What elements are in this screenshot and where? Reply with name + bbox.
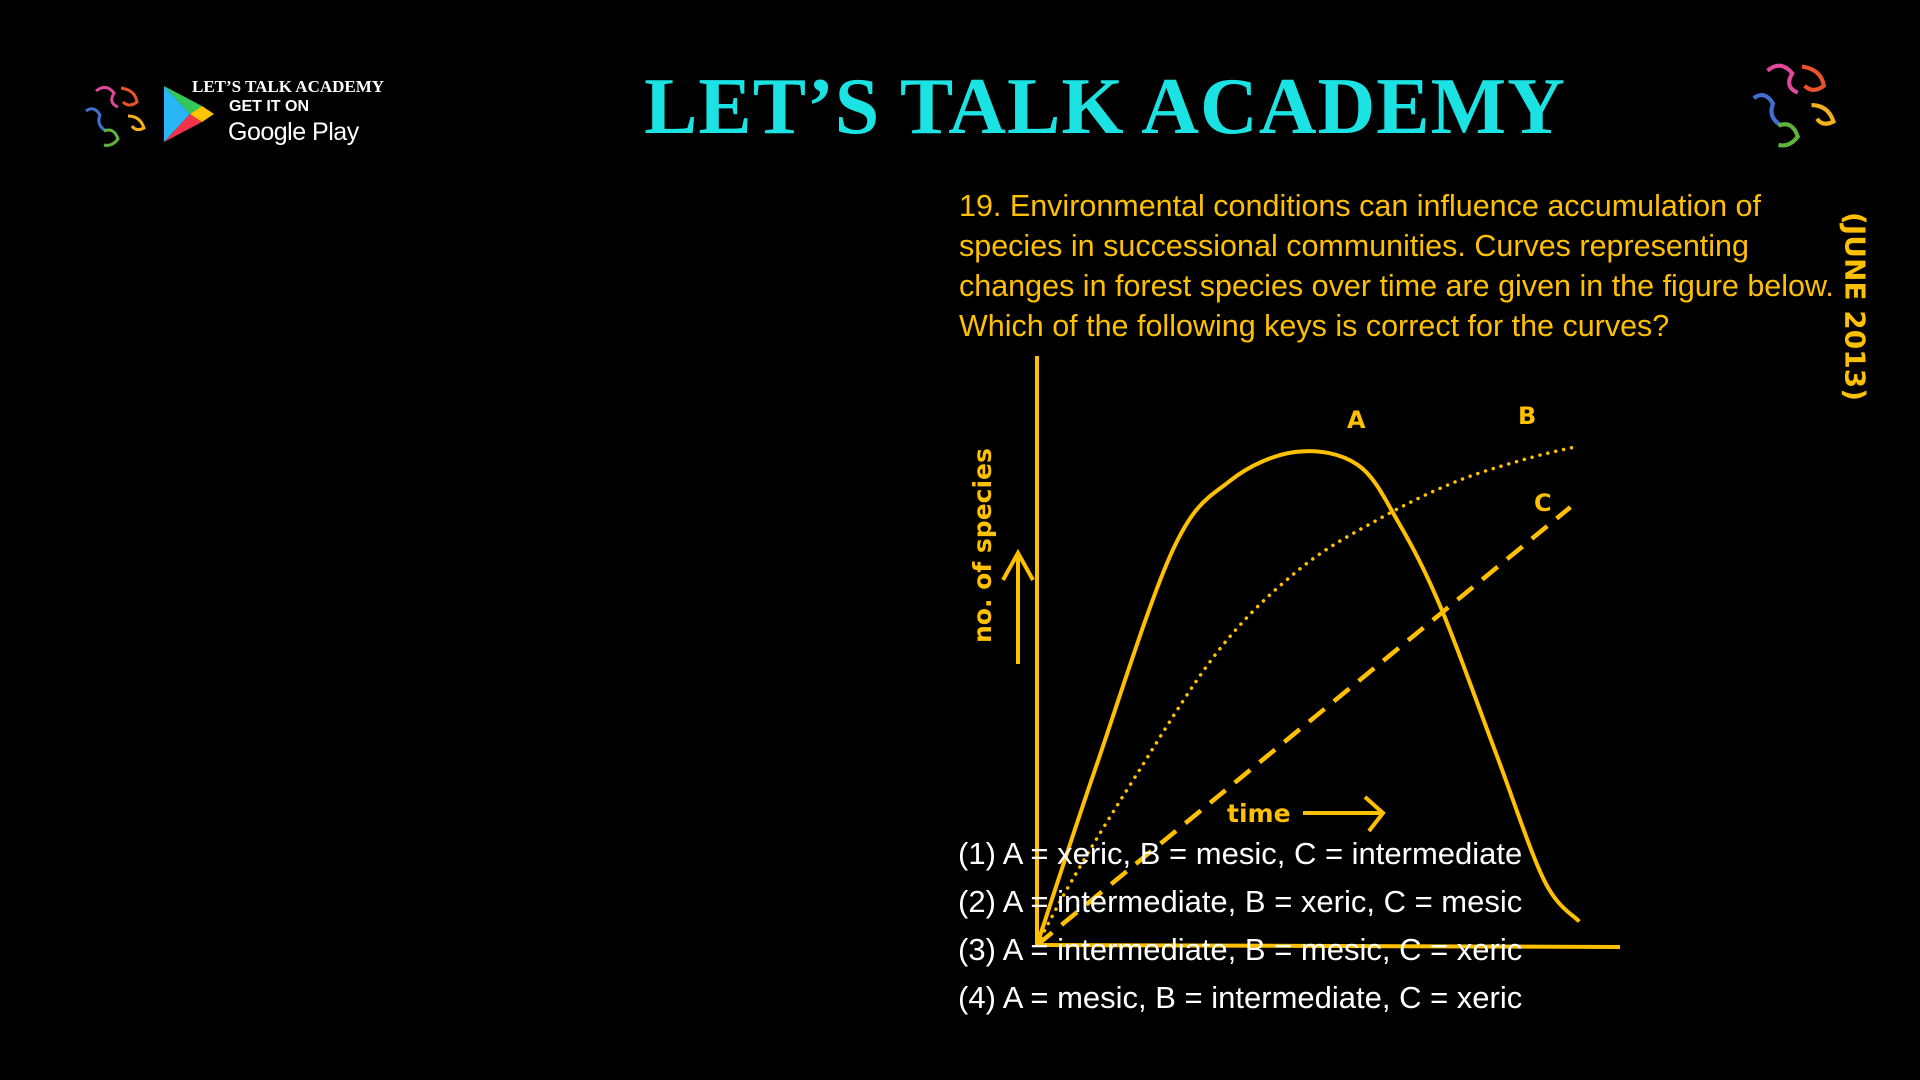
- series-c-line: [1035, 505, 1572, 947]
- series-label-c: C: [1534, 489, 1552, 517]
- series-label-b: B: [1518, 402, 1536, 430]
- option-3[interactable]: (3) A = intermediate, B = mesic, C = xer…: [958, 932, 1523, 967]
- series-label-a: A: [1347, 406, 1366, 434]
- y-axis-arrow-icon: [1001, 548, 1035, 664]
- protein-logo-icon: [1752, 63, 1837, 148]
- option-1[interactable]: (1) A = xeric, B = mesic, C = intermedia…: [958, 836, 1523, 871]
- page-title: LET’S TALK ACADEMY: [644, 63, 1566, 151]
- brand-name-small: LET’S TALK ACADEMY: [192, 77, 385, 96]
- option-2[interactable]: (2) A = intermediate, B = xeric, C = mes…: [958, 884, 1523, 919]
- x-axis-label: time: [1227, 799, 1291, 828]
- question-text: 19. Environmental conditions can influen…: [959, 189, 1834, 343]
- google-play-label[interactable]: Google Play: [228, 118, 359, 146]
- lta-logo-right: [1740, 50, 1850, 160]
- google-play-badge[interactable]: [160, 84, 220, 144]
- option-4[interactable]: (4) A = mesic, B = intermediate, C = xer…: [958, 980, 1523, 1015]
- x-axis: [1034, 943, 1621, 949]
- get-it-on-label[interactable]: GET IT ON: [229, 98, 309, 115]
- y-axis-label: no. of species: [968, 448, 997, 643]
- lta-logo-left: [76, 76, 156, 156]
- series-a-line: [1035, 449, 1581, 946]
- series-b-line: [1035, 444, 1581, 947]
- x-axis-arrow-icon: [1303, 795, 1386, 833]
- protein-logo-icon: [85, 86, 146, 147]
- google-play-icon: [164, 86, 214, 142]
